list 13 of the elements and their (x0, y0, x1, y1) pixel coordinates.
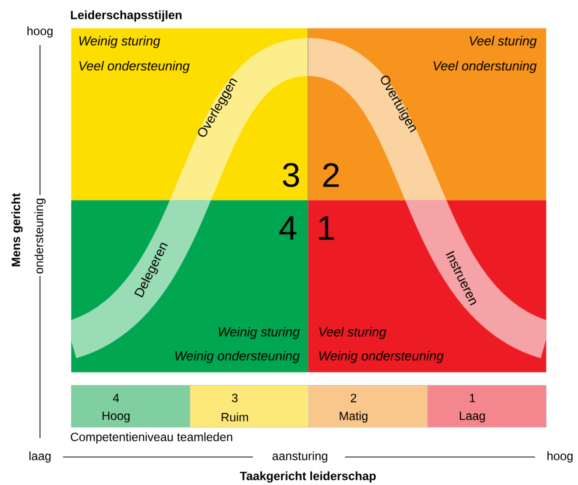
axis-label: hoog (27, 26, 53, 38)
level-cell: 2 Matig (308, 385, 428, 428)
axis-label: aansturing (272, 451, 328, 463)
axis-label: laag (29, 451, 51, 463)
level-cell: 3 Ruim (190, 385, 309, 428)
level-cell: 4 Hoog (71, 385, 190, 428)
level-cell: 1 Laag (427, 385, 546, 428)
axis-label: ondersteuning (34, 198, 46, 274)
bar-caption: Competentieniveau teamleden (70, 432, 232, 444)
axis-title: Taakgericht leiderschap (240, 471, 376, 483)
title: Leiderschapsstijlen (71, 10, 182, 22)
axis-title: Mens gericht (11, 193, 23, 266)
axis-label: hoog (548, 451, 573, 463)
